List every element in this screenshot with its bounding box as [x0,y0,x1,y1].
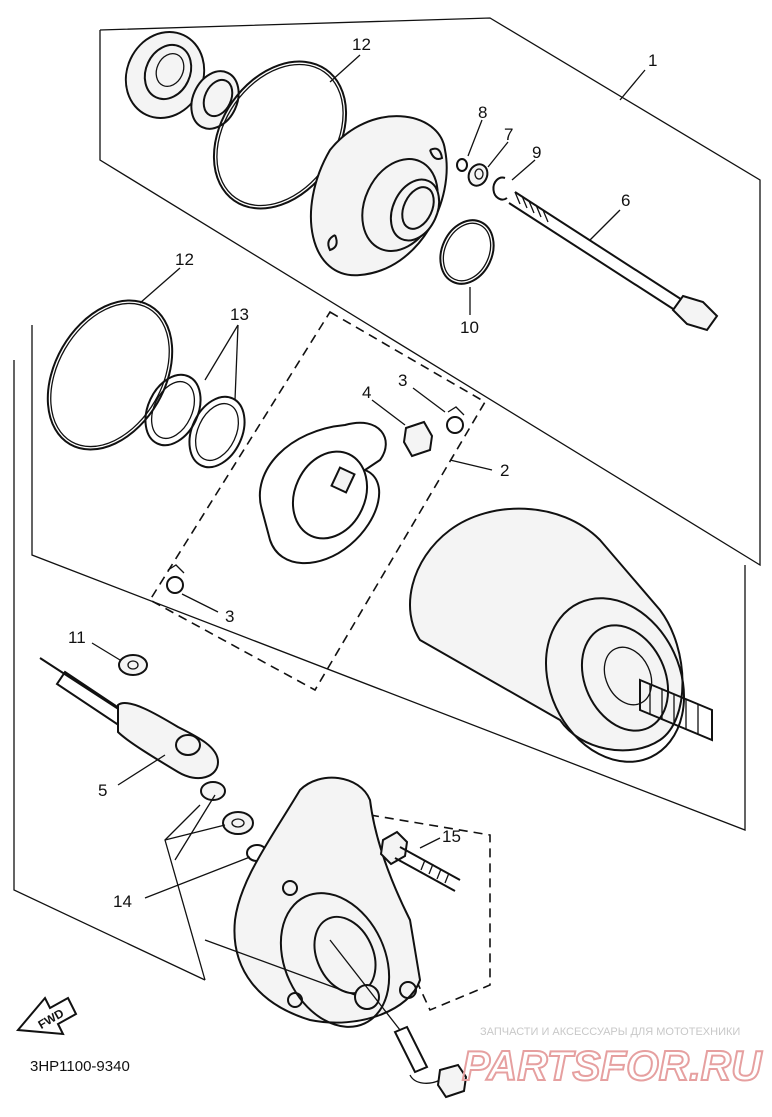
leader-lines [91,54,646,1031]
callout-5: 5 [98,781,107,800]
callout-3-lower: 3 [225,607,234,626]
watermark-tagline: ЗАПЧАСТИ И АКСЕССУАРЫ ДЛЯ МОТОТЕХНИКИ [480,1026,740,1038]
yoke-housing [409,507,713,763]
callout-13: 13 [230,305,249,324]
brush-4 [402,420,434,458]
assembly-outline [13,17,761,981]
o-ring-10 [439,219,495,285]
rear-cover [233,776,422,1028]
callout-14: 14 [113,892,132,911]
callout-8: 8 [478,103,487,122]
callout-12-upper: 12 [352,35,371,54]
callout-1: 1 [648,51,657,70]
watermark-logo: PARTSFOR.RU [462,1042,763,1089]
callout-15: 15 [442,827,461,846]
brush-springs [166,406,465,594]
callout-3-upper: 3 [398,371,407,390]
callout-11: 11 [68,628,86,647]
watermark: ЗАПЧАСТИ И АКСЕССУАРЫ ДЛЯ МОТОТЕХНИКИ PA… [461,1026,764,1090]
callout-9: 9 [532,143,541,162]
callout-6: 6 [621,191,630,210]
fwd-label: FWD [36,1006,67,1032]
terminal-washers-14 [200,781,268,862]
drawing-code: 3HP1100-9340 [30,1058,130,1075]
fwd-arrow: FWD [15,996,78,1036]
callout-12-lower: 12 [175,250,194,269]
callout-labels: 1 12 8 7 9 6 10 12 13 4 3 2 3 11 5 14 15 [68,35,657,911]
bolt-dashed-box [369,814,491,1012]
washers-7-8-9 [456,158,508,201]
shims-13 [144,373,246,469]
cable-terminal [39,657,220,780]
callout-4: 4 [362,383,371,402]
bolt-15 [379,830,461,892]
front-cover [309,115,448,277]
nut-11 [118,654,148,676]
brush-plate [259,421,387,565]
o-ring-lower [46,299,174,451]
brush-lead-bottom [393,1025,468,1099]
brush-holder-dashed-box [148,310,487,692]
callout-10: 10 [460,318,479,337]
callout-7: 7 [504,125,513,144]
through-bolt [508,191,719,332]
callout-2: 2 [500,461,509,480]
oil-seal [190,70,240,130]
